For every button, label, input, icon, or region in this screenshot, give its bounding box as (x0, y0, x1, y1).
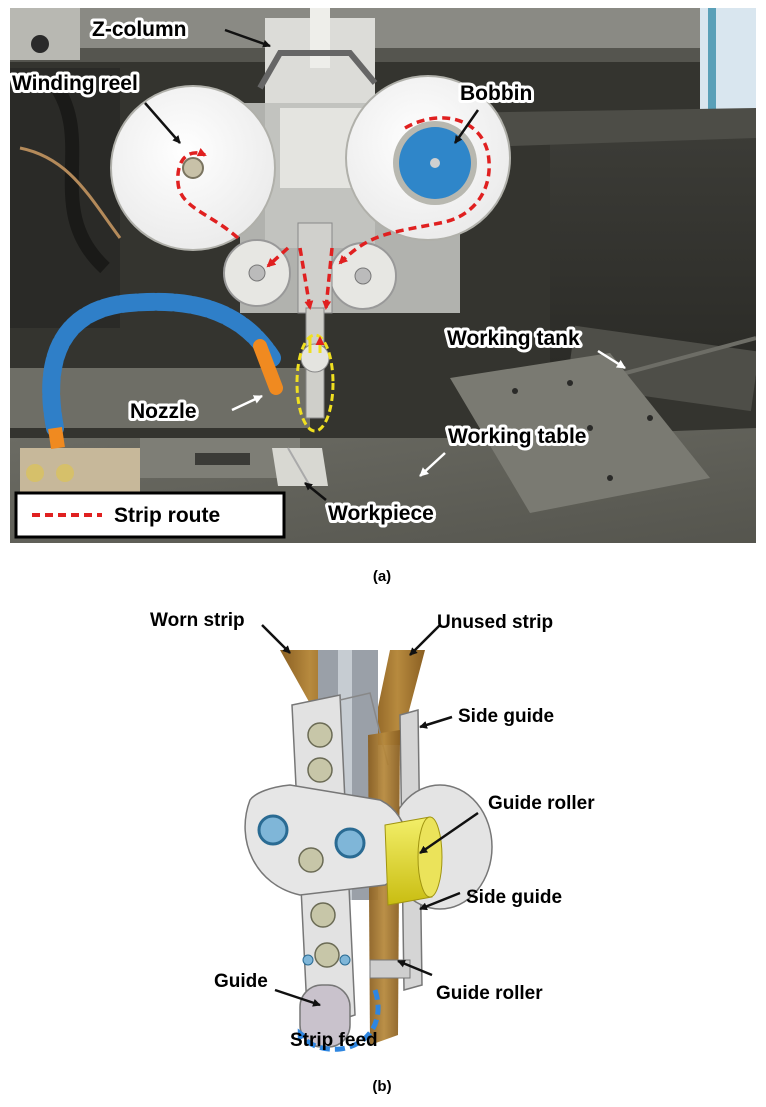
guide-roller-bottom-arrow (397, 959, 433, 977)
strip-route-left-descent (298, 247, 314, 310)
strip-feed-arrow (297, 989, 381, 1052)
worn-strip-arrow (261, 624, 291, 654)
label-guide-roller-bottom: Guide roller (436, 983, 543, 1004)
guide-roller-top-arrow (419, 811, 479, 855)
label-side-guide-top: Side guide (458, 706, 554, 727)
label-unused-strip: Unused strip (437, 612, 553, 633)
working-table-arrow (419, 452, 446, 477)
caption-b: (b) (372, 1078, 392, 1095)
bolt-blue-right (334, 827, 366, 859)
label-guide-roller-top: Guide roller (488, 793, 595, 814)
label-working-table: Working table (448, 425, 586, 448)
strip-route-right-descent (322, 247, 334, 310)
label-worn-strip: Worn strip (150, 610, 245, 631)
winding-reel-hub (182, 157, 204, 179)
winding-reel-arrow (144, 102, 181, 144)
tool-tip-yellow-outline (295, 333, 335, 433)
top-frame (10, 8, 756, 53)
unused-strip (370, 650, 425, 745)
figure-a-machine-photo: Z-column Winding reel Bobbin Working tan… (10, 8, 756, 543)
label-working-tank: Working tank (447, 327, 580, 350)
working-tank-arrow (597, 349, 626, 370)
legend-strip-route-label: Strip route (114, 504, 220, 527)
side-guide-bottom-arrow (419, 891, 461, 911)
caption-a: (a) (372, 568, 392, 585)
label-bobbin: Bobbin (460, 82, 532, 105)
label-side-guide-bottom: Side guide (466, 887, 562, 908)
label-nozzle: Nozzle (130, 400, 197, 423)
figure-b-guide-drawing: Worn strip Unused strip Side guide Guide… (150, 610, 595, 1052)
label-workpiece: Workpiece (328, 502, 434, 525)
bolt-blue-left (257, 814, 289, 846)
bobbin-arrow (453, 109, 480, 144)
z-column-arrow (224, 28, 271, 48)
label-strip-feed: Strip feed (290, 1030, 378, 1051)
label-winding-reel: Winding reel (12, 72, 138, 95)
nozzle-hose (42, 292, 281, 437)
legend-box: Strip route (14, 491, 286, 539)
left-cabinet (10, 8, 80, 60)
side-guide-top-arrow (419, 715, 453, 729)
z-column-handle (257, 50, 378, 90)
nozzle-arrow (231, 394, 263, 412)
bolts (298, 722, 340, 968)
workpiece-arrow (304, 482, 327, 501)
label-z-column: Z-column (92, 18, 187, 41)
guide-arrow (274, 988, 321, 1007)
label-guide: Guide (214, 971, 268, 992)
nozzle-tip (253, 339, 283, 395)
unused-strip-arrow (409, 624, 441, 656)
strip-route-winding (176, 147, 240, 240)
strip-route-bobbin (338, 116, 491, 265)
